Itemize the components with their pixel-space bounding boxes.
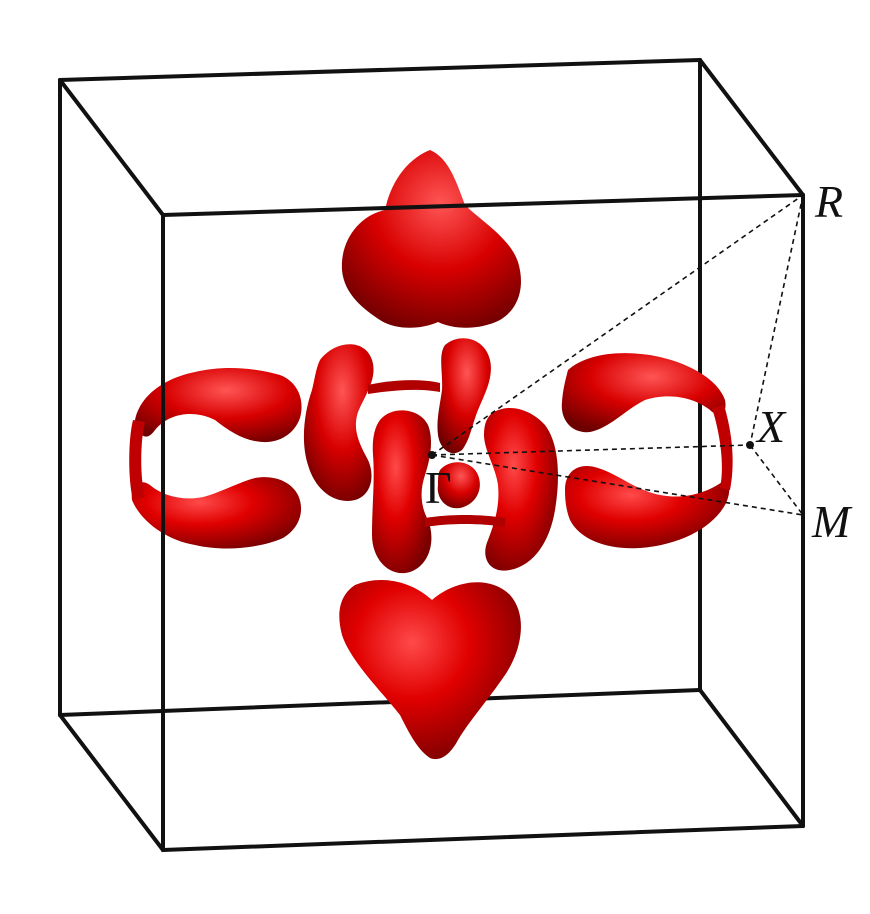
high-symmetry-path xyxy=(431,194,804,516)
right-c-pocket-lower xyxy=(565,466,730,549)
right-c-connector xyxy=(712,405,733,490)
fermi-surface xyxy=(129,150,733,760)
gamma-point xyxy=(428,451,436,459)
x-label: X xyxy=(755,401,787,452)
left-c-pocket-lower xyxy=(131,477,302,549)
cube-connecting-edges xyxy=(58,58,805,852)
left-c-pocket-upper xyxy=(135,368,302,443)
bottom-heart-pocket xyxy=(339,580,521,760)
central-tube-top xyxy=(368,380,440,394)
central-pocket-upper-right xyxy=(437,338,491,454)
x-point xyxy=(746,441,754,449)
gamma-label: Γ xyxy=(425,462,452,513)
central-pocket-inner-left xyxy=(372,410,432,574)
top-heart-pocket xyxy=(341,150,521,328)
central-pocket-small-core xyxy=(437,462,480,509)
right-c-pocket-upper xyxy=(561,353,726,433)
central-pocket-inner-right xyxy=(484,407,558,571)
m-label: M xyxy=(811,496,853,547)
central-tube-bottom xyxy=(425,515,505,527)
left-c-connector xyxy=(129,420,145,500)
central-pocket-upper-left xyxy=(303,344,374,501)
r-label: R xyxy=(814,176,843,227)
